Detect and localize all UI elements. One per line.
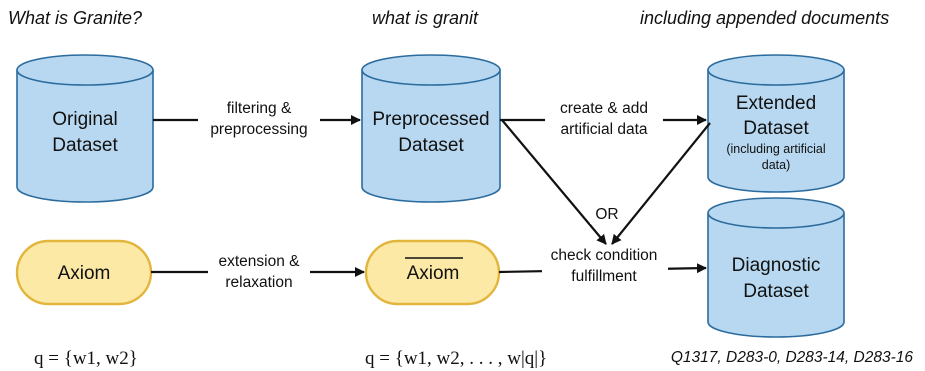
query-formula-middle: q = {w1, w2, . . . , w|q|} <box>365 348 547 369</box>
preprocessed-dataset-label-line2: Dataset <box>398 135 464 156</box>
extended-dataset-label-line1: Extended <box>736 93 816 114</box>
extended-dataset-node: Extended Dataset (including artificial d… <box>707 54 845 193</box>
diagnostic-dataset-node: Diagnostic Dataset <box>707 197 845 338</box>
edge-label-extension-line1: extension & <box>219 253 301 270</box>
extended-dataset-label-line2: Dataset <box>743 118 809 139</box>
document-ids: Q1317, D283-0, D283-14, D283-16 <box>671 349 914 366</box>
preprocessed-dataset-label-line1: Preprocessed <box>372 109 489 130</box>
axiom-relaxed-node: Axiom <box>364 239 501 306</box>
edge-label-or: OR <box>595 206 618 223</box>
edge-label-bg-filtering <box>198 99 320 141</box>
original-dataset-label-line2: Dataset <box>52 135 118 156</box>
original-dataset-node: Original Dataset <box>16 54 154 203</box>
diagnostic-dataset-label-line2: Dataset <box>743 281 809 302</box>
edge-label-bg-extension <box>208 252 310 294</box>
edge-label-bg-or <box>590 204 624 224</box>
edge-label-filtering-line2: preprocessing <box>210 121 307 138</box>
edge-label-bg-create <box>545 99 663 141</box>
diagnostic-dataset-label-line1: Diagnostic <box>732 255 821 276</box>
edge-label-filtering-line1: filtering & <box>227 100 292 117</box>
query-formula-left: q = {w1, w2} <box>34 348 138 369</box>
preprocessed-dataset-node: Preprocessed Dataset <box>361 54 501 203</box>
axiom-relaxed-label: Axiom <box>407 263 460 284</box>
caption-left: What is Granite? <box>8 8 142 28</box>
axiom-node: Axiom <box>15 239 153 306</box>
edge-label-bg-check <box>542 246 668 288</box>
caption-middle: what is granit <box>372 8 479 28</box>
caption-right: including appended documents <box>640 8 889 28</box>
edge-label-extension-line2: relaxation <box>225 274 292 291</box>
extended-dataset-note-line1: (including artificial <box>726 142 825 156</box>
edge-preprocessed-to-check <box>501 119 607 245</box>
edge-label-create-line1: create & add <box>560 100 648 117</box>
extended-dataset-note-line2: data) <box>762 158 791 172</box>
axiom-label: Axiom <box>58 263 111 284</box>
edge-label-check-line2: fulfillment <box>571 268 637 285</box>
edge-extended-to-check <box>611 122 711 245</box>
edge-label-check-line1: check condition <box>551 247 658 264</box>
edge-label-create-line2: artificial data <box>560 121 647 138</box>
original-dataset-label-line1: Original <box>52 109 117 130</box>
